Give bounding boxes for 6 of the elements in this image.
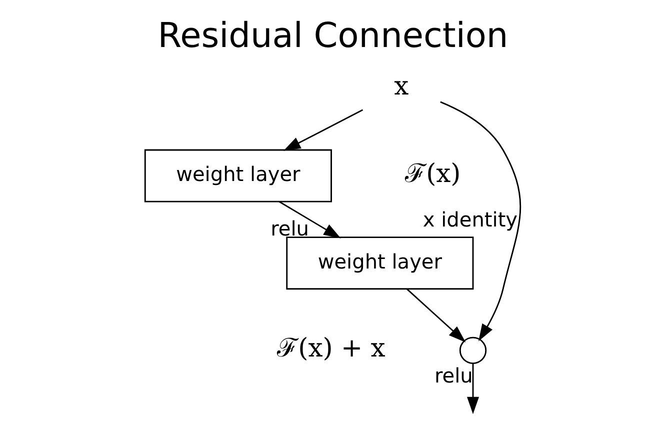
edge-label: x identity xyxy=(422,208,518,232)
label: ℱ(x) xyxy=(405,159,461,190)
diagram-title: Residual Connection xyxy=(158,16,508,56)
label: ℱ(x) + x xyxy=(277,334,386,364)
edge-label: relu xyxy=(434,363,473,388)
node-text: x xyxy=(394,72,409,102)
